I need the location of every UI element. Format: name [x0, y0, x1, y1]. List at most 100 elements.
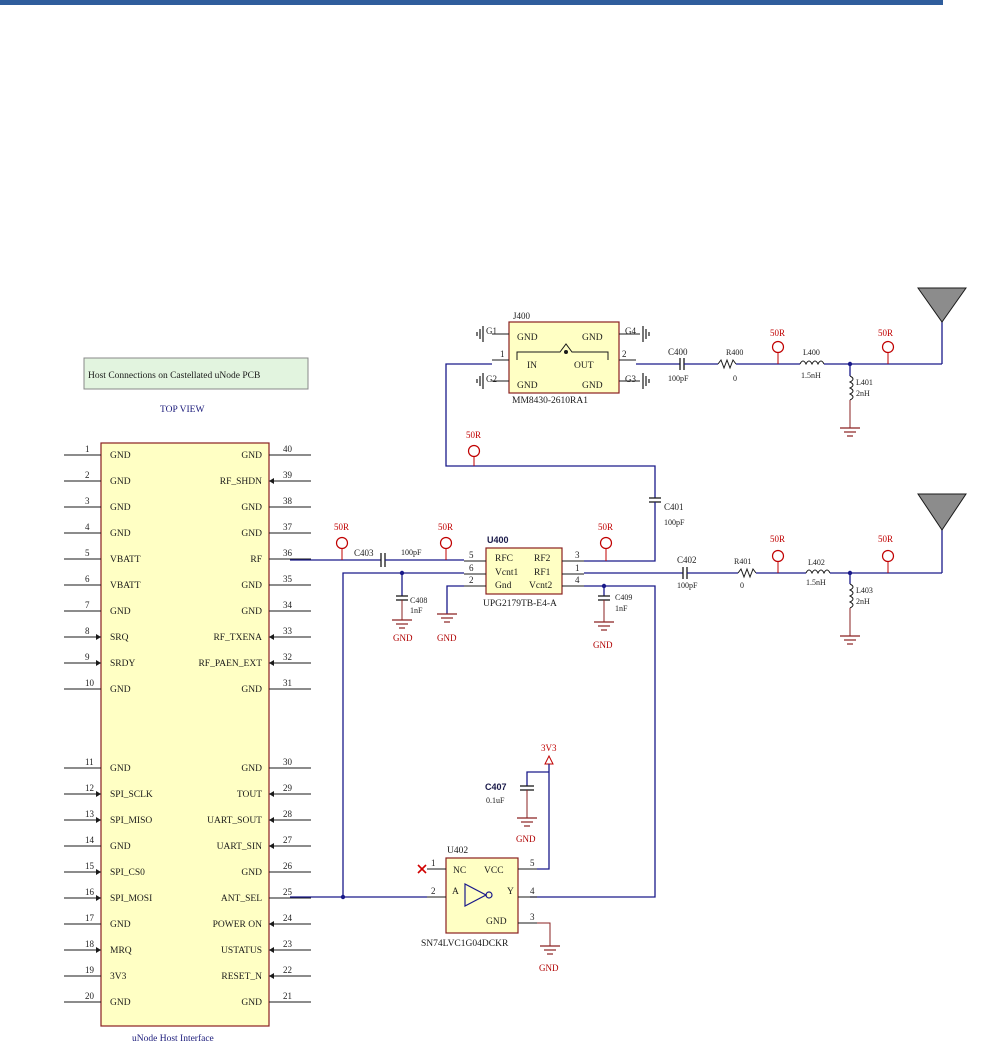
- host-pin-number: 11: [85, 757, 94, 767]
- host-pin-number: 10: [85, 678, 95, 688]
- host-pin-name: RF_TXENA: [213, 633, 262, 643]
- rf36-wire: C403 100pF 50R 50R 50R: [290, 522, 613, 567]
- host-pin-number: 5: [85, 548, 90, 558]
- host-pin-number: 3: [85, 496, 90, 506]
- host-pin-number: 2: [85, 470, 90, 480]
- u402-pin1: 1: [431, 858, 436, 868]
- host-pin-name: UART_SOUT: [207, 816, 262, 826]
- host-pin-number: 12: [85, 783, 94, 793]
- antenna-upper-icon: [917, 287, 967, 323]
- host-pin-arrow-icon: [269, 947, 274, 953]
- l403-ref: L403: [856, 586, 873, 595]
- vcnt1-net: C408 1nF GND: [342, 570, 464, 897]
- j400-g2: G2: [486, 374, 497, 384]
- host-pin-number: 30: [283, 757, 293, 767]
- host-pin-name: SRDY: [110, 659, 135, 669]
- l400-ref: L400: [803, 348, 820, 357]
- host-pin-name: RESET_N: [221, 972, 262, 982]
- host-pin-arrow-icon: [269, 634, 274, 640]
- l401-val: 2nH: [856, 389, 870, 398]
- u400-rf-switch: U400 RFC RF2 Vcnt1 RF1 Gnd Vcnt2 UPG2179…: [437, 535, 620, 643]
- host-pin-name: GND: [241, 607, 262, 617]
- j400-part: MM8430-2610RA1: [512, 396, 588, 406]
- host-pin-number: 26: [283, 861, 293, 871]
- host-pin-number: 1: [85, 444, 90, 454]
- c400-ref: C400: [668, 347, 688, 357]
- r400-ref: R400: [726, 348, 743, 357]
- l402-ref: L402: [808, 558, 825, 567]
- no-connect-icon: [417, 864, 427, 874]
- c402-val: 100pF: [677, 581, 698, 590]
- host-pin-number: 35: [283, 574, 293, 584]
- host-pin-name: GND: [110, 764, 131, 774]
- c409-gnd-net: GND: [593, 640, 613, 650]
- top-view-label: TOP VIEW: [160, 405, 204, 415]
- j400-gnd-tl: GND: [517, 333, 538, 343]
- host-pin-arrow-icon: [269, 817, 274, 823]
- host-pin-arrow-icon: [96, 869, 101, 875]
- j400-feed-wire: 50R C401 100pF: [445, 363, 685, 562]
- host-pin-name: RF_PAEN_EXT: [198, 659, 262, 669]
- j400-out-label: OUT: [574, 361, 594, 371]
- feed-50r-label: 50R: [466, 430, 481, 440]
- j400-connector: J400 GND GND IN OUT GND GND MM8430-2610R…: [476, 311, 650, 406]
- host-pin-arrow-icon: [269, 791, 274, 797]
- j400-gnd-br: GND: [582, 381, 603, 391]
- u402-pin5: 5: [530, 858, 535, 868]
- host-pin-number: 9: [85, 652, 90, 662]
- u402-pin3: 3: [530, 912, 535, 922]
- u400-pin6: 6: [469, 563, 474, 573]
- host-pin-number: 28: [283, 809, 293, 819]
- host-pin-arrow-icon: [269, 921, 274, 927]
- j400-pin1: 1: [500, 349, 505, 359]
- host-pin-number: 13: [85, 809, 95, 819]
- c402-ref: C402: [677, 555, 697, 565]
- host-pin-number: 37: [283, 522, 293, 532]
- upper-50r-b-label: 50R: [878, 328, 893, 338]
- host-pin-number: 24: [283, 913, 293, 923]
- host-pin-number: 7: [85, 600, 90, 610]
- host-pin-name: GND: [110, 998, 131, 1008]
- u400-rfc: RFC: [495, 554, 513, 564]
- u400-pin3: 3: [575, 550, 580, 560]
- rf-chain-lower: C402 100pF R401 0 L402 1.5nH L403 2nH 50…: [584, 493, 967, 645]
- note-text: Host Connections on Castellated uNode PC…: [88, 371, 260, 381]
- host-pin-name: TOUT: [237, 790, 262, 800]
- host-pin-number: 16: [85, 887, 95, 897]
- c401-ref: C401: [664, 502, 684, 512]
- l401-ref: L401: [856, 378, 873, 387]
- u400-vcnt2: Vcnt2: [529, 581, 552, 591]
- host-pin-name: GND: [110, 607, 131, 617]
- j400-g3: G3: [625, 374, 636, 384]
- host-pin-name: GND: [110, 842, 131, 852]
- host-pin-number: 31: [283, 678, 292, 688]
- c409-val: 1nF: [615, 604, 628, 613]
- host-pin-number: 40: [283, 444, 293, 454]
- host-pin-arrow-icon: [269, 843, 274, 849]
- host-pin-name: VBATT: [110, 555, 141, 565]
- u400-pin1: 1: [575, 563, 580, 573]
- host-pin-number: 22: [283, 965, 292, 975]
- host-pin-name: RF: [250, 555, 262, 565]
- supply-3v3: 3V3 C407 0.1uF GND: [485, 743, 557, 866]
- host-pin-name: SPI_SCLK: [110, 790, 153, 800]
- host-pin-arrow-icon: [96, 817, 101, 823]
- host-pin-number: 15: [85, 861, 95, 871]
- rf-chain-upper: C400 100pF R400 0 L400 1.5nH L401 2nH 50…: [636, 287, 967, 437]
- host-pin-name: SRQ: [110, 633, 129, 643]
- l403-val: 2nH: [856, 597, 870, 606]
- rf36-50r-b-label: 50R: [438, 522, 453, 532]
- host-pin-name: GND: [241, 581, 262, 591]
- u402-pin4: 4: [530, 886, 535, 896]
- u402-part: SN74LVC1G04DCKR: [421, 939, 509, 949]
- host-pin-number: 32: [283, 652, 292, 662]
- c407-gnd-net: GND: [516, 834, 536, 844]
- u400-vcnt1: Vcnt1: [495, 568, 518, 578]
- host-pin-name: UART_SIN: [217, 842, 262, 852]
- u400-rf1: RF1: [534, 568, 551, 578]
- host-pin-number: 36: [283, 548, 293, 558]
- host-pin-name: GND: [110, 503, 131, 513]
- rf2-50r-label: 50R: [598, 522, 613, 532]
- host-pin-name: RF_SHDN: [220, 477, 262, 487]
- host-pin-number: 8: [85, 626, 90, 636]
